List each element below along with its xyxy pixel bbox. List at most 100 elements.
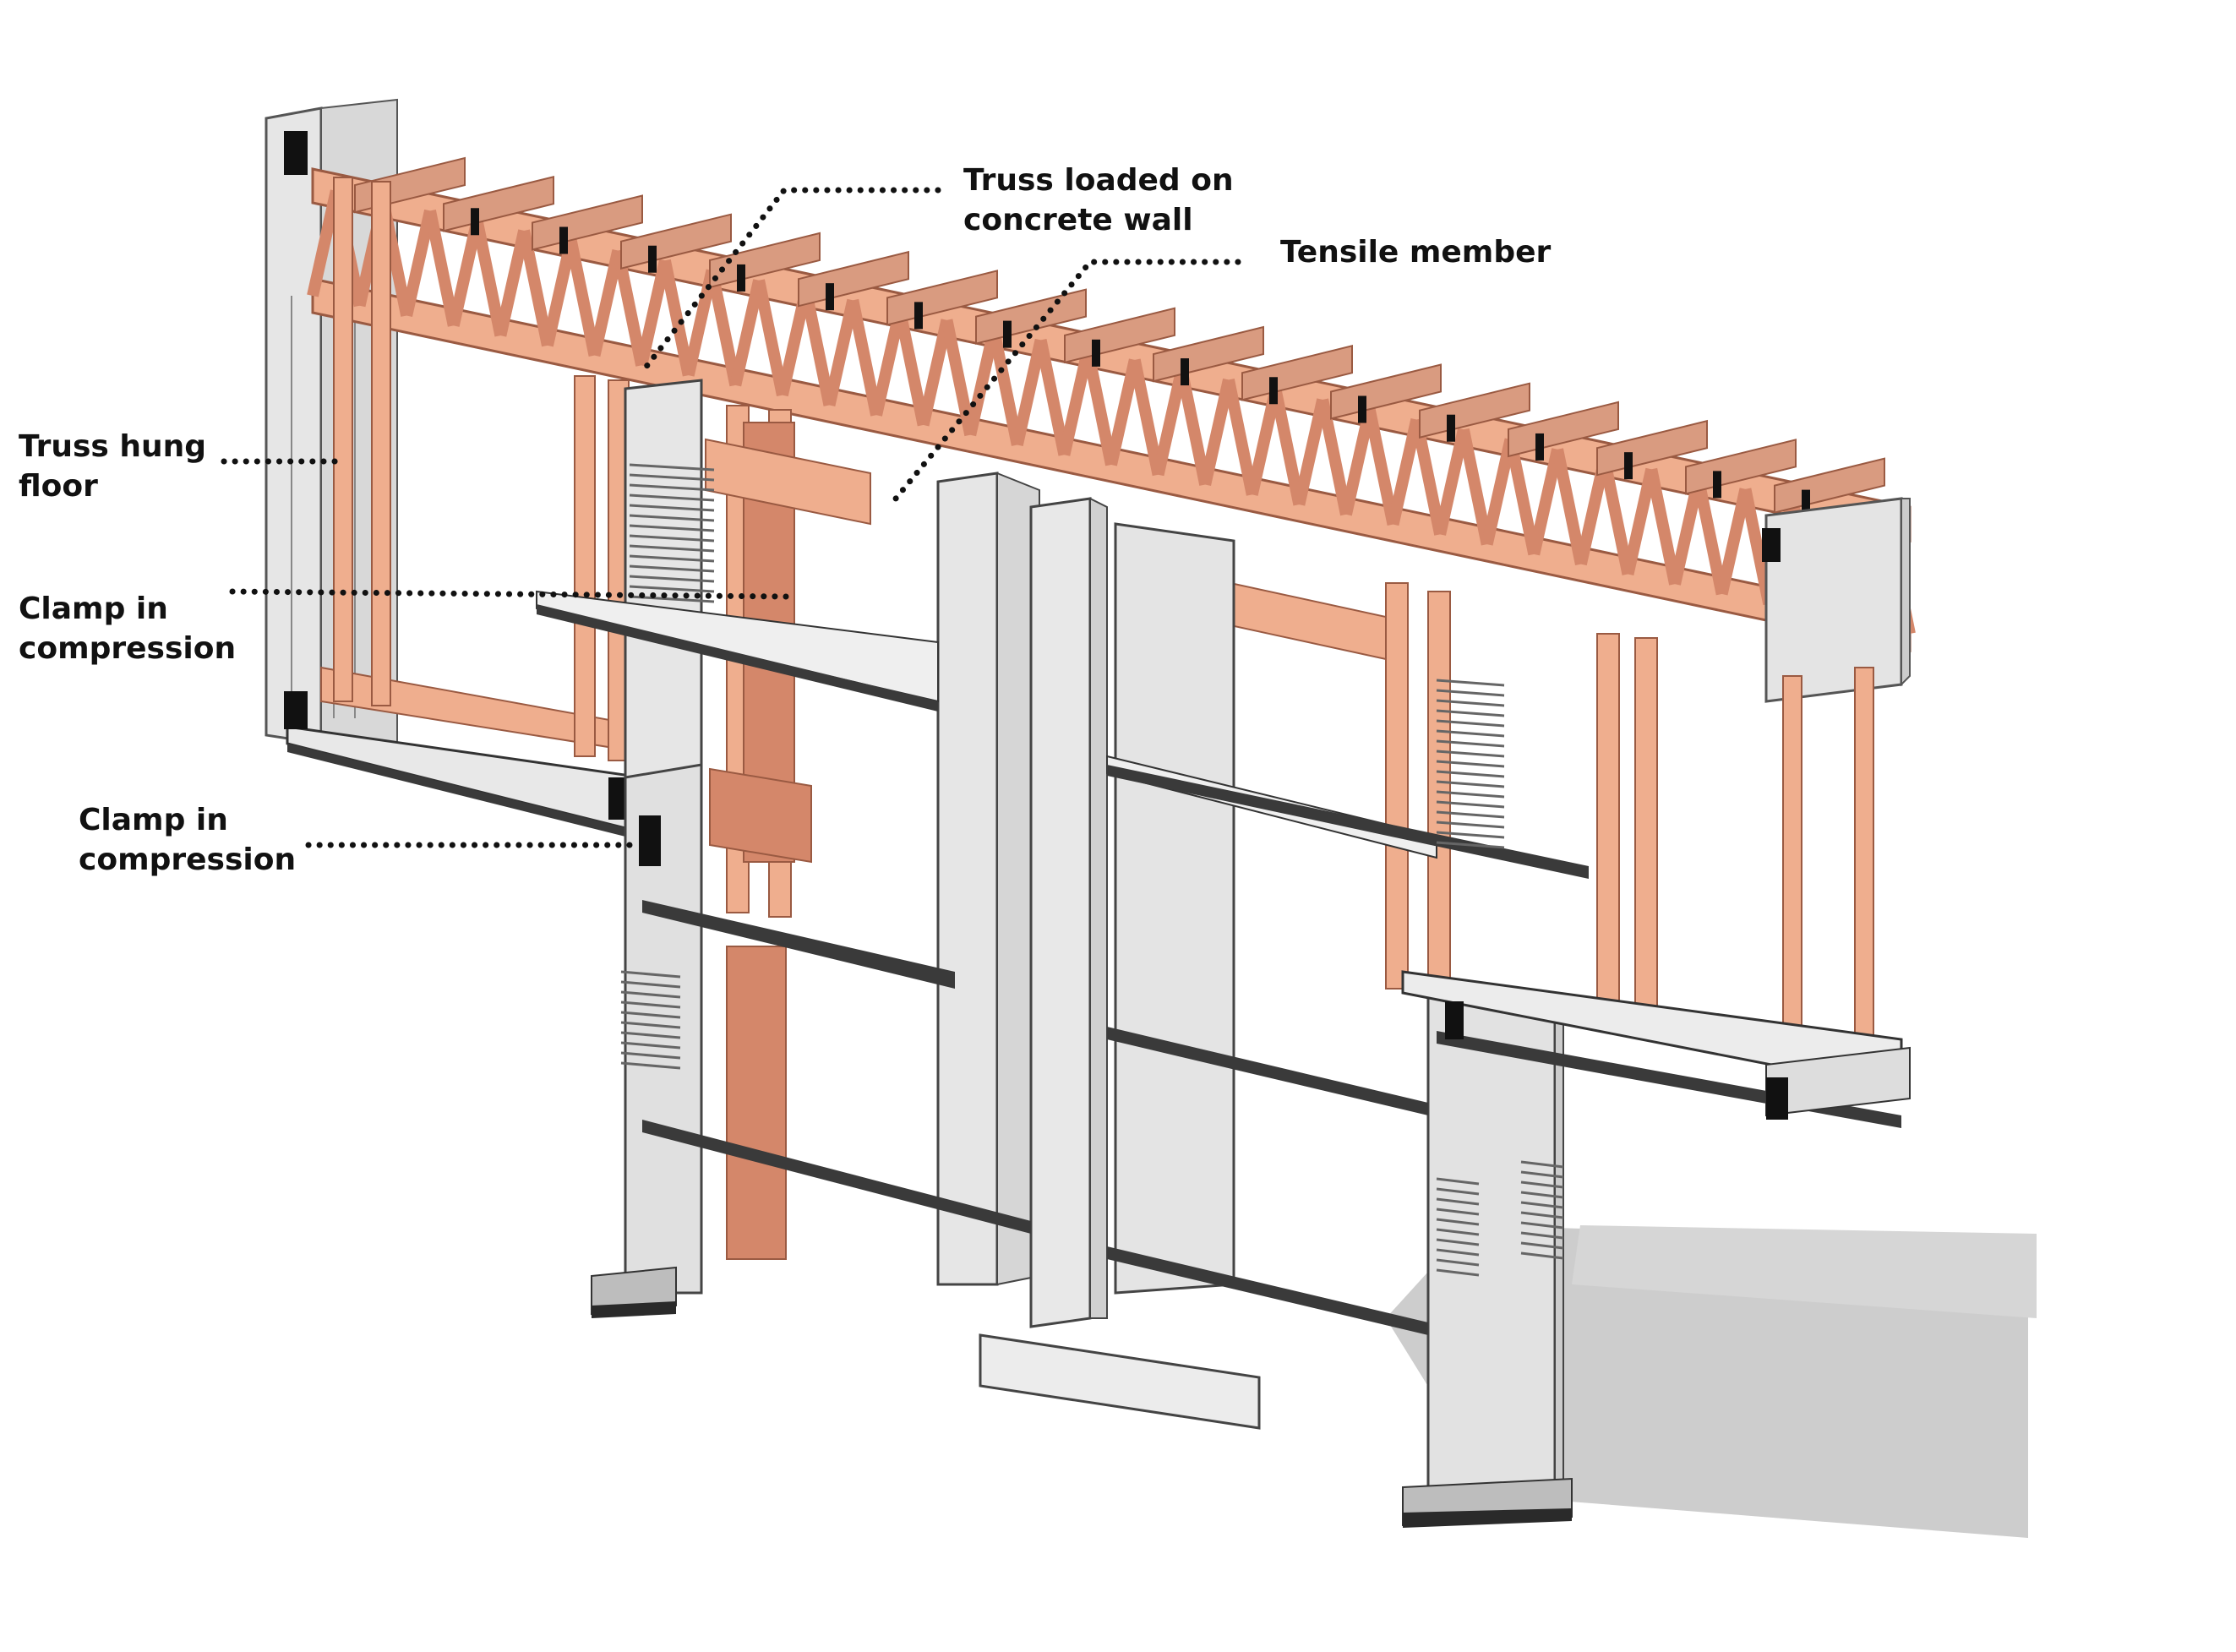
- louvre-slat: [1520, 1191, 1564, 1199]
- roof-truss: [307, 156, 1916, 652]
- louvre-slat: [620, 970, 681, 979]
- louvre-slat: [1520, 1241, 1564, 1250]
- label-line: compression: [19, 631, 237, 666]
- truss-web-member: [1128, 358, 1164, 477]
- clamp-blocks: [284, 131, 661, 866]
- truss-web-member: [777, 288, 812, 397]
- louvre-slat: [1520, 1251, 1564, 1260]
- truss-web-member: [753, 279, 788, 397]
- purlin-clamp: [1624, 452, 1633, 480]
- louvre-slat: [629, 483, 715, 492]
- louvre-slat: [1436, 679, 1505, 687]
- louvre-slat: [1436, 719, 1505, 728]
- label-line: Truss loaded on: [963, 163, 1234, 198]
- louvre-slat: [1520, 1180, 1564, 1189]
- louvre-slat: [1436, 1187, 1480, 1196]
- truss-web-member: [635, 259, 671, 367]
- purlin-clamp: [1535, 433, 1544, 461]
- louvre-slat: [1436, 770, 1505, 778]
- floor-slabs: [536, 590, 1911, 1335]
- louvre-slat: [620, 1031, 681, 1039]
- truss-web-member: [1034, 338, 1071, 456]
- truss-web-member: [729, 279, 765, 387]
- purlin-clamp: [826, 283, 834, 311]
- truss-web-member: [1293, 398, 1328, 506]
- truss-web-member: [1082, 348, 1117, 466]
- truss-web-member: [307, 189, 342, 297]
- label-line: Clamp in: [79, 803, 228, 837]
- truss-web-member: [1434, 428, 1470, 536]
- louvre-slat: [629, 564, 715, 573]
- truss-web-member: [1058, 348, 1094, 456]
- purlin-clamp: [1713, 471, 1721, 499]
- truss-web-member: [401, 209, 436, 318]
- purlin-clamp: [471, 208, 479, 236]
- louvre-slat: [1436, 699, 1505, 707]
- truss-web-member: [823, 298, 859, 406]
- louvre-slat: [1520, 1211, 1564, 1219]
- truss-web-member: [1481, 438, 1517, 546]
- truss-web-member: [988, 329, 1023, 446]
- truss-web-member: [1622, 467, 1658, 575]
- louvre-slat: [1436, 790, 1505, 799]
- leader-clamp-upper: [229, 588, 789, 600]
- louvre-slat: [620, 1021, 681, 1029]
- louvre-slat: [629, 544, 715, 553]
- label-line: Clamp in: [19, 592, 168, 626]
- louvre-slat: [1436, 810, 1505, 819]
- truss-web-member: [518, 229, 554, 347]
- louvre-slat: [1436, 709, 1505, 717]
- timber-columns: [333, 177, 1874, 1057]
- louvre-slat: [1436, 1177, 1480, 1186]
- truss-web-member: [1152, 368, 1188, 477]
- louvre-slat: [1436, 800, 1505, 809]
- label-truss-hung-floor: Truss hung floor: [19, 427, 206, 506]
- truss-web-member: [1504, 438, 1541, 556]
- louvre-slat: [629, 554, 715, 563]
- louvre-slat: [620, 1051, 681, 1060]
- louvre-slat: [1436, 1218, 1480, 1226]
- truss-web-member: [1269, 388, 1306, 506]
- truss-web-member: [1246, 388, 1282, 496]
- label-clamp-in-compression-lower: Clamp in compression: [79, 800, 296, 880]
- truss-web-member: [917, 319, 953, 427]
- facade-louvres: [620, 463, 1564, 1277]
- truss-web-members: [307, 189, 1916, 635]
- truss-web-member: [1387, 417, 1423, 526]
- leader-lines: [221, 187, 1241, 848]
- louvre-slat: [1436, 1248, 1480, 1257]
- louvre-slat: [1436, 750, 1505, 758]
- purlin-clamp: [737, 264, 745, 292]
- louvre-slat: [1520, 1201, 1564, 1209]
- truss-web-member: [471, 219, 507, 337]
- truss-web-member: [1575, 457, 1611, 566]
- truss-web-member: [1458, 428, 1493, 546]
- purlin-clamp: [1358, 395, 1366, 423]
- louvre-slat: [1520, 1170, 1564, 1179]
- louvre-slat: [1520, 1231, 1564, 1240]
- truss-web-member: [1317, 398, 1352, 516]
- leader-truss-loaded: [639, 187, 941, 375]
- louvre-slat: [629, 463, 715, 472]
- louvre-slat: [1436, 760, 1505, 768]
- label-line: concrete wall: [963, 203, 1193, 237]
- louvre-slat: [1436, 831, 1505, 839]
- truss-web-member: [1598, 458, 1634, 575]
- truss-web-member: [564, 239, 601, 357]
- louvre-slat: [620, 1000, 681, 1009]
- louvre-slat: [620, 990, 681, 999]
- louvre-slat: [1436, 1238, 1480, 1246]
- truss-web-member: [1692, 477, 1728, 596]
- label-line: Truss hung: [19, 429, 207, 464]
- truss-web-member: [1340, 408, 1376, 516]
- louvre-slat: [629, 493, 715, 502]
- truss-web-member: [659, 259, 695, 377]
- truss-web-member: [1410, 418, 1446, 536]
- louvre-slat: [1436, 780, 1505, 788]
- truss-web-member: [588, 248, 624, 357]
- purlin-clamp: [1802, 489, 1810, 517]
- truss-web-member: [1199, 378, 1235, 487]
- concrete-walls: [591, 379, 1573, 1528]
